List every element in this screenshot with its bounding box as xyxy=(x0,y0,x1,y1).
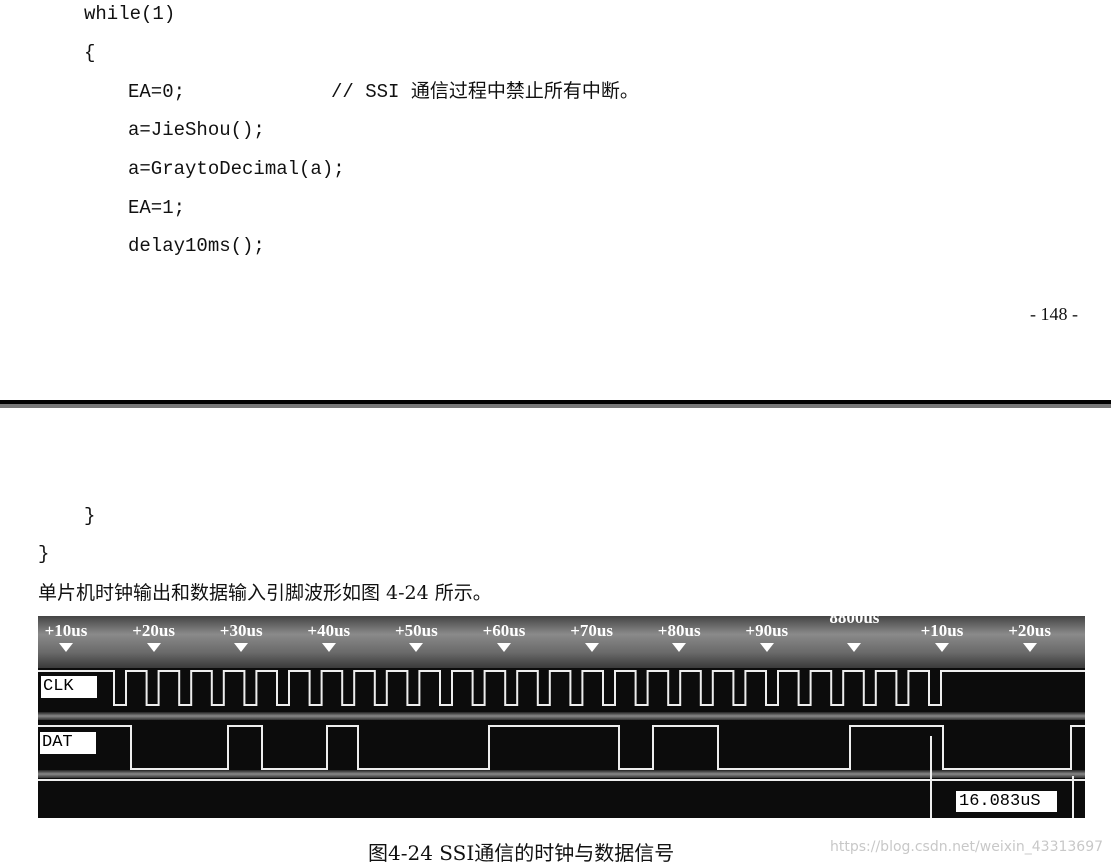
code-line: while(1) xyxy=(84,3,176,25)
code-line: EA=1; xyxy=(128,197,186,219)
channel-label-clk: CLK xyxy=(41,676,97,698)
time-marker-icon xyxy=(935,643,949,652)
waveform-figure: +10us +20us +30us +40us +50us +60us +70us +80us… xyxy=(38,616,1085,818)
channel-label-dat: DAT xyxy=(40,732,96,754)
time-tick-label: +10us xyxy=(44,621,88,640)
time-tick-label: +80us xyxy=(657,621,701,640)
time-tick-label: +70us xyxy=(570,621,613,640)
code-line: EA=0; xyxy=(128,81,186,103)
time-ruler xyxy=(38,616,1085,668)
time-marker-icon xyxy=(759,643,774,652)
channel-separator xyxy=(38,770,1085,778)
page-break xyxy=(0,400,1111,404)
time-marker-icon xyxy=(497,643,511,652)
time-tick-label: 8800us xyxy=(829,616,880,627)
code-line: } xyxy=(84,505,96,527)
time-marker-icon xyxy=(321,643,336,652)
time-tick-label: +90us xyxy=(745,621,789,640)
time-marker-icon xyxy=(847,643,862,652)
page-number: - 148 - xyxy=(1030,304,1078,324)
code-line: { xyxy=(84,42,96,64)
time-marker-icon xyxy=(584,643,599,652)
page-break-shadow xyxy=(0,404,1111,408)
paragraph: 单片机时钟输出和数据输入引脚波形如图 4-24 所示。 xyxy=(38,582,492,604)
time-tick-label: +10us xyxy=(920,621,964,640)
code-line: a=JieShou(); xyxy=(128,119,265,141)
waveform-traces xyxy=(38,670,1085,818)
time-tick-label: +50us xyxy=(395,621,438,640)
time-tick-label: +40us xyxy=(307,621,351,640)
time-tick-label: +20us xyxy=(1008,621,1051,640)
time-marker-icon xyxy=(409,643,424,652)
time-tick-label: +30us xyxy=(219,621,263,640)
time-marker-icon xyxy=(146,643,161,652)
code-line: delay10ms(); xyxy=(128,235,265,257)
channel-separator xyxy=(38,712,1085,720)
time-marker-icon xyxy=(234,643,249,652)
time-marker-icon xyxy=(59,643,73,652)
time-marker-icon xyxy=(672,643,687,652)
watermark: https://blog.csdn.net/weixin_43313697 xyxy=(830,839,1104,855)
code-line: a=GraytoDecimal(a); xyxy=(128,158,345,180)
cursor-measurement: 16.083uS xyxy=(956,791,1057,812)
figure-caption: 图4-24 SSI通信的时钟与数据信号 xyxy=(368,841,675,865)
code-line: } xyxy=(38,543,50,565)
clk-trace xyxy=(38,670,1085,706)
time-tick-label: +60us xyxy=(482,621,526,640)
dat-trace xyxy=(38,725,1085,770)
time-tick-label: +20us xyxy=(132,621,175,640)
code-comment: // SSI 通信过程中禁止所有中断。 xyxy=(331,81,639,103)
time-marker-icon xyxy=(1022,643,1037,652)
